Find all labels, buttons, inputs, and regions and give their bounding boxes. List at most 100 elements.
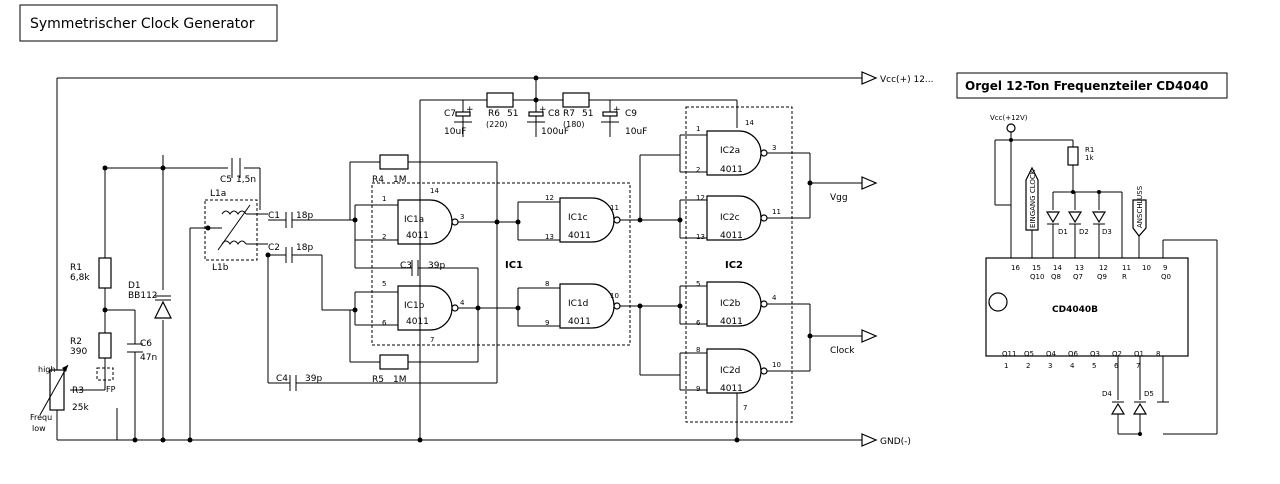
- svg-text:Q6: Q6: [1068, 350, 1079, 358]
- svg-text:C2: C2: [268, 243, 280, 253]
- orgel-title-box: Orgel 12-Ton Frequenzteiler CD4040: [956, 72, 1228, 99]
- c8-capacitor: + C8 100uF: [527, 105, 569, 137]
- gnd-rail-label: GND(-): [880, 437, 911, 447]
- svg-text:D1: D1: [1058, 228, 1068, 236]
- svg-text:1k: 1k: [1085, 154, 1094, 162]
- svg-text:Q3: Q3: [1090, 350, 1100, 358]
- c5-capacitor: C5 1,5n: [220, 158, 256, 185]
- svg-text:R1: R1: [1085, 146, 1094, 154]
- ic2-boundary: [685, 106, 793, 423]
- svg-text:8: 8: [1156, 350, 1160, 358]
- c1-capacitor: C1 18p: [268, 211, 355, 228]
- c4-capacitor: C4 39p: [267, 255, 497, 391]
- c2-capacitor: C2 18p: [268, 243, 355, 311]
- svg-text:11: 11: [772, 208, 781, 216]
- svg-text:(220): (220): [486, 120, 508, 129]
- svg-text:C3: C3: [400, 261, 412, 271]
- r3-potentiometer: high R3 25k Frequ low: [30, 364, 89, 433]
- svg-text:D4: D4: [1102, 390, 1112, 398]
- svg-text:1,5n: 1,5n: [236, 175, 256, 185]
- svg-text:BB112: BB112: [128, 291, 158, 301]
- svg-text:12: 12: [696, 194, 705, 202]
- svg-text:L1a: L1a: [210, 189, 226, 199]
- ic2-label: IC2: [725, 260, 743, 271]
- svg-text:6: 6: [382, 319, 387, 327]
- vcc-rail: Vcc(+) 12...: [57, 71, 934, 85]
- svg-text:IC2b: IC2b: [720, 299, 741, 309]
- svg-text:10: 10: [1142, 264, 1151, 272]
- svg-text:12: 12: [1099, 264, 1108, 272]
- svg-text:Vcc(+12V): Vcc(+12V): [990, 114, 1028, 122]
- svg-text:8: 8: [696, 346, 700, 354]
- svg-text:18p: 18p: [296, 243, 313, 253]
- svg-text:5: 5: [1092, 362, 1096, 370]
- svg-text:C6: C6: [140, 339, 152, 349]
- svg-text:4: 4: [772, 294, 777, 302]
- svg-text:14: 14: [430, 187, 439, 195]
- svg-text:R1: R1: [70, 263, 82, 273]
- tuning-network: [56, 78, 261, 440]
- svg-text:390: 390: [70, 347, 87, 357]
- svg-text:8: 8: [545, 280, 549, 288]
- svg-text:FP: FP: [106, 385, 116, 394]
- svg-text:6: 6: [1114, 362, 1119, 370]
- gate-ic2a: IC2a 4011 1 2 3 14: [679, 119, 810, 176]
- r4-resistor: R4 1M: [349, 154, 498, 222]
- svg-text:11: 11: [610, 204, 619, 212]
- svg-text:IC1d: IC1d: [568, 299, 588, 309]
- ic1-to-ic2-wiring: [639, 154, 680, 376]
- svg-text:47n: 47n: [140, 353, 157, 363]
- fp-jumper: FP: [96, 367, 116, 394]
- svg-text:2: 2: [1026, 362, 1030, 370]
- gate-ic1d: IC1d 4011 8 9 10: [517, 280, 680, 329]
- svg-text:3: 3: [772, 144, 776, 152]
- svg-text:low: low: [32, 424, 46, 433]
- svg-text:6: 6: [696, 319, 701, 327]
- svg-text:1M: 1M: [393, 175, 407, 185]
- svg-text:4011: 4011: [720, 165, 743, 175]
- svg-text:C8: C8: [548, 109, 560, 119]
- svg-text:+: +: [539, 105, 547, 115]
- svg-text:7: 7: [743, 404, 747, 412]
- svg-text:4011: 4011: [568, 317, 591, 327]
- svg-text:IC2a: IC2a: [720, 146, 740, 156]
- svg-text:Q1: Q1: [1134, 350, 1144, 358]
- l1-coil: L1a L1b: [189, 189, 268, 440]
- junction-dots: [102, 75, 813, 443]
- svg-text:10: 10: [772, 361, 781, 369]
- svg-text:1: 1: [382, 195, 386, 203]
- svg-text:4011: 4011: [720, 231, 743, 241]
- svg-text:13: 13: [545, 233, 554, 241]
- svg-text:Q10: Q10: [1030, 273, 1044, 281]
- svg-text:(180): (180): [563, 120, 585, 129]
- svg-text:EINGANG CLOCK: EINGANG CLOCK: [1029, 169, 1037, 228]
- clock-title-box: Symmetrischer Clock Generator: [19, 4, 278, 42]
- orgel-title: Orgel 12-Ton Frequenzteiler CD4040: [965, 79, 1208, 93]
- svg-text:+: +: [613, 105, 621, 115]
- svg-text:high: high: [38, 365, 55, 374]
- c7-capacitor: + C7 10uF: [444, 105, 474, 137]
- r1-resistor: R1 6,8k: [70, 257, 112, 289]
- r7-resistor: R7 51 (180): [562, 92, 593, 129]
- gate-ic2d: IC2d 4011 8 9 10 7: [679, 346, 810, 440]
- svg-text:D2: D2: [1079, 228, 1089, 236]
- svg-text:C4: C4: [276, 374, 288, 384]
- svg-text:IC2d: IC2d: [720, 366, 740, 376]
- gnd-rail: GND(-): [57, 433, 911, 447]
- svg-text:5: 5: [696, 280, 700, 288]
- svg-text:4: 4: [1070, 362, 1075, 370]
- svg-text:R4: R4: [372, 175, 384, 185]
- svg-text:9: 9: [545, 319, 549, 327]
- svg-text:Q2: Q2: [1112, 350, 1122, 358]
- vgg-output: Vgg: [809, 153, 878, 218]
- cd4040-circuit: Vcc(+12V) R1 1k EINGANG CLOCK ANSCHLUSS …: [985, 114, 1218, 436]
- svg-text:R2: R2: [70, 337, 82, 347]
- svg-text:Q4: Q4: [1046, 350, 1057, 358]
- svg-text:IC2c: IC2c: [720, 213, 740, 223]
- svg-text:100uF: 100uF: [541, 127, 569, 137]
- svg-text:51: 51: [507, 109, 518, 119]
- c9-capacitor: + C9 10uF: [601, 105, 647, 137]
- svg-text:ANSCHLUSS: ANSCHLUSS: [1136, 185, 1144, 228]
- svg-text:L1b: L1b: [212, 263, 229, 273]
